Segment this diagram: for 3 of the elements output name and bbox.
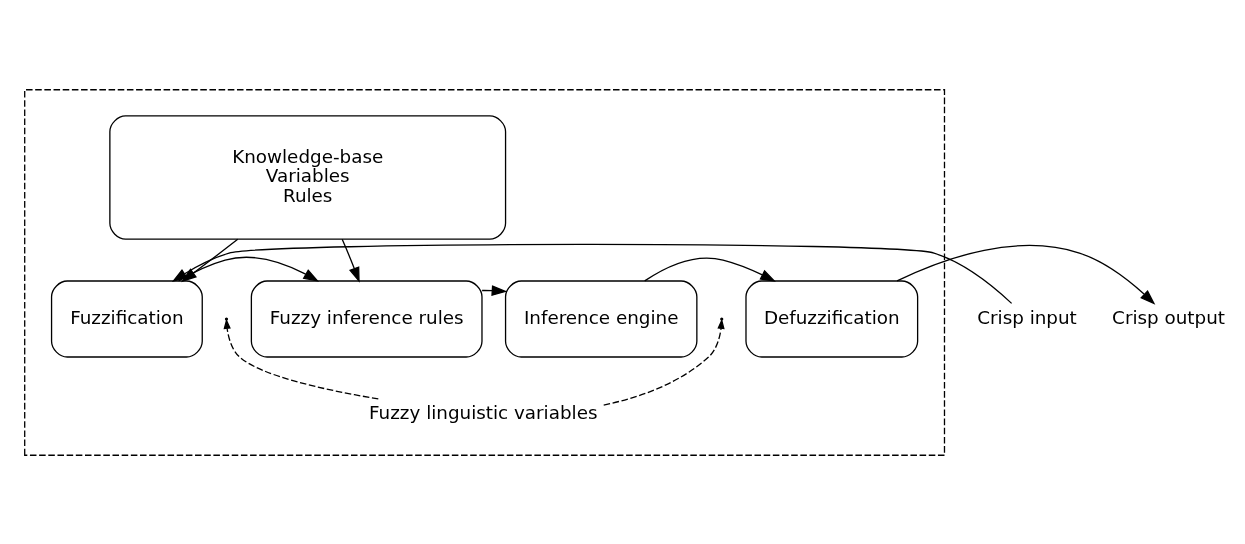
node-text: Crisp output xyxy=(1112,306,1225,328)
node-text: Crisp input xyxy=(977,306,1077,328)
node-text: Fuzzy linguistic variables xyxy=(369,401,598,423)
